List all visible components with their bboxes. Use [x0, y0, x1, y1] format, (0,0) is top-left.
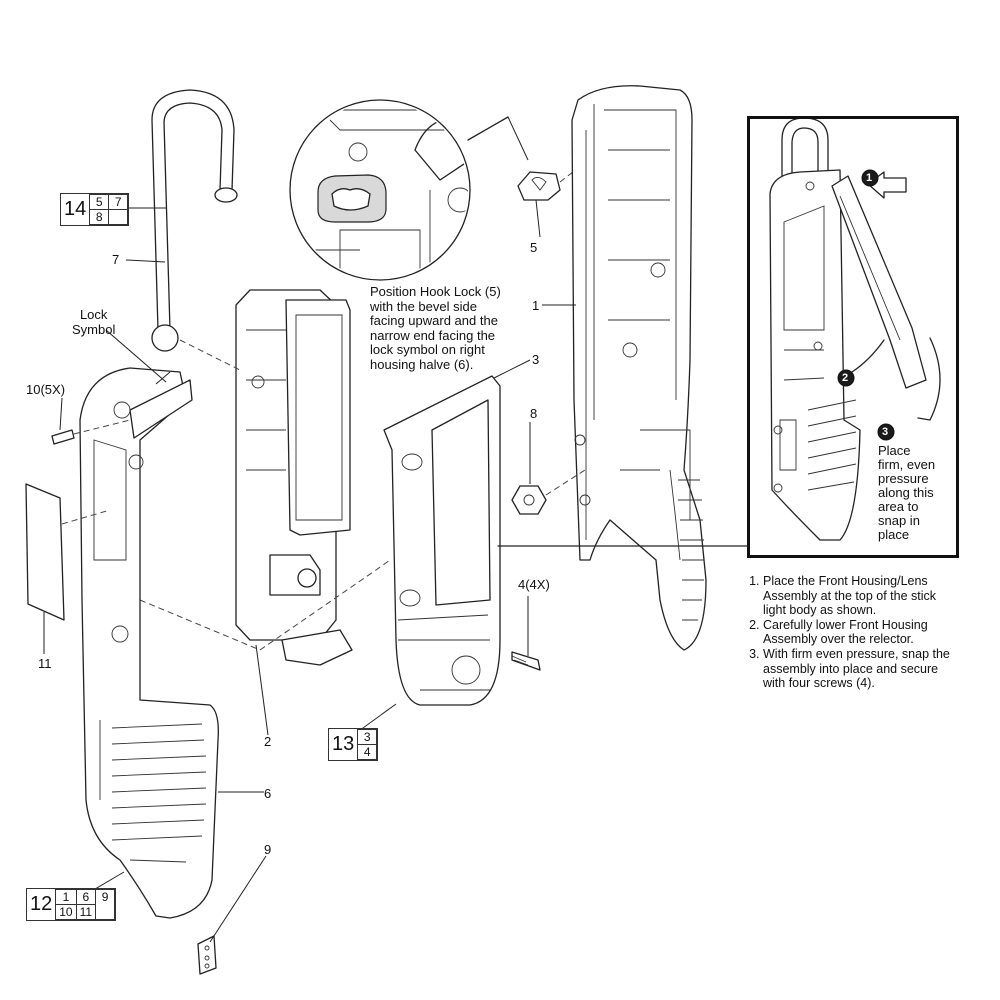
right-housing-part-6: [79, 367, 219, 919]
step-item: Place the Front Housing/Lens Assembly at…: [763, 574, 960, 618]
kit-table: 1 6 9 10 11: [55, 889, 116, 920]
inset-callout-3: 3: [882, 426, 889, 438]
label-part-10: 10(5X): [26, 382, 66, 397]
label-part-3: 3: [532, 352, 540, 367]
step-item: Carefully lower Front Housing Assembly o…: [763, 618, 960, 647]
screw-part-10: [51, 419, 131, 445]
inset-pressure-note: Place firm, even pressure along this are…: [878, 443, 936, 542]
rear-housing-part-1: [571, 85, 707, 651]
reflector-part-2: [139, 289, 391, 666]
label-part-2: 2: [264, 734, 272, 749]
kit-number: 14: [64, 198, 87, 220]
hook-lock-zoom-circle: [289, 99, 529, 281]
label-part-7: 7: [112, 252, 120, 267]
nut-part-8: [511, 469, 586, 515]
assembly-steps: Place the Front Housing/Lens Assembly at…: [745, 574, 960, 691]
clip-part-9: [197, 935, 217, 975]
label-part-5: 5: [530, 240, 538, 255]
screw-part-4: [511, 651, 541, 671]
kit-box-12: 12 1 6 9 10 11: [26, 888, 117, 921]
inset-callout-2: 2: [842, 372, 849, 384]
kit-number: 12: [30, 893, 53, 915]
label-part-6: 6: [264, 786, 272, 801]
label-part-9: 9: [264, 842, 272, 857]
lock-symbol-label: Lock Symbol: [72, 307, 116, 337]
label-part-11: 11: [38, 656, 52, 671]
kit-number: 13: [332, 733, 355, 755]
label-part-4: 4(4X): [518, 577, 550, 592]
label-part-1: 1: [532, 298, 540, 313]
inset-illustration: [769, 117, 941, 541]
hook-part-7: [151, 89, 238, 352]
kit-table: 3 4: [357, 729, 378, 760]
steps-list: Place the Front Housing/Lens Assembly at…: [745, 574, 960, 691]
step-item: With firm even pressure, snap the assemb…: [763, 647, 960, 691]
kit-box-13: 13 3 4: [328, 728, 379, 761]
lens-part-11: [25, 483, 111, 621]
assembly-detail-inset: [747, 116, 959, 558]
front-housing-part-3: [383, 375, 501, 706]
inset-callout-1: 1: [866, 172, 873, 184]
leader-lines: [43, 199, 749, 943]
label-part-8: 8: [530, 406, 538, 421]
hook-lock-note: Position Hook Lock (5) with the bevel si…: [370, 284, 501, 372]
